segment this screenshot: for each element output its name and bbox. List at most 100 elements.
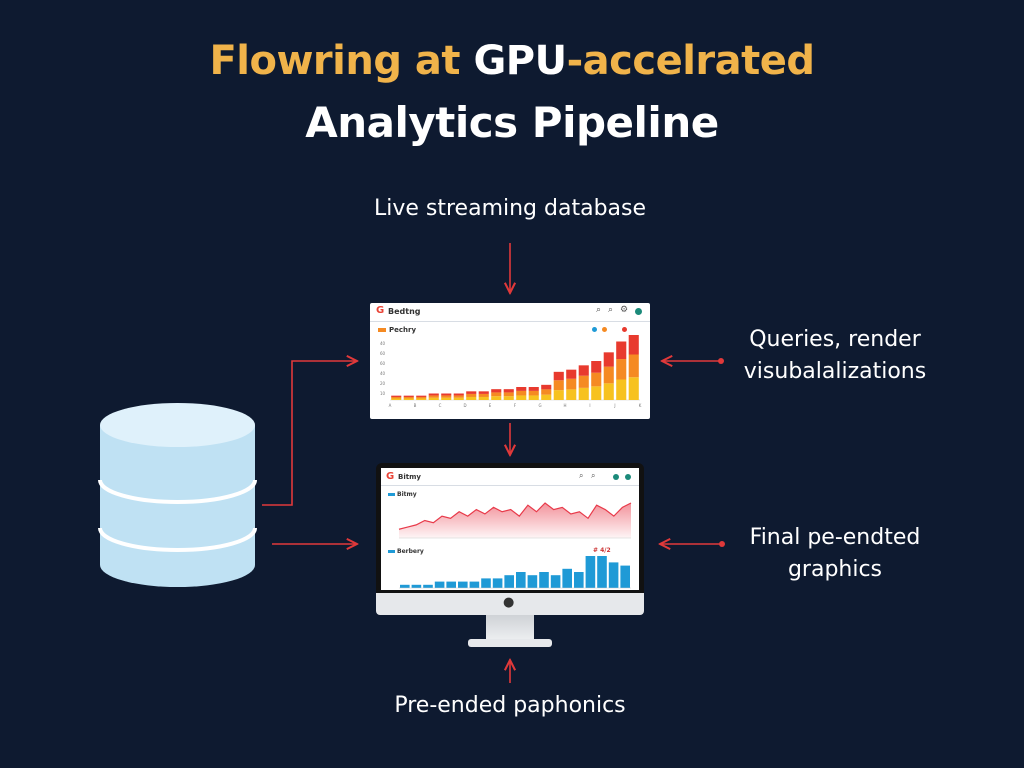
x-tick-label: C: [439, 403, 442, 408]
bar-segment: [553, 371, 564, 381]
bar-segment: [541, 384, 552, 390]
bar-segment: [391, 395, 402, 397]
bar: [434, 581, 445, 588]
bar: [597, 556, 607, 588]
monitor-divider: [381, 485, 639, 486]
title-part3: -accelrated: [566, 38, 815, 84]
bar: [516, 572, 526, 588]
bar-segment: [428, 397, 439, 400]
bar: [620, 565, 630, 588]
bar: [423, 584, 433, 588]
y-tick-label: 60: [380, 361, 386, 366]
chart2-title-marker: [388, 550, 395, 553]
monitor-chart2-status: # 4/2: [593, 547, 611, 554]
g-logo-icon: G: [386, 471, 395, 482]
bar: [550, 575, 561, 588]
y-tick-label: 60: [380, 351, 386, 356]
bar-segment: [478, 391, 489, 394]
bar-segment: [541, 389, 552, 395]
bar-segment: [491, 389, 502, 393]
x-tick-label: G: [538, 403, 541, 408]
y-tick-label: 20: [380, 381, 386, 386]
monitor-chart1-title: Bitmy: [397, 491, 417, 498]
chart1-title-marker: [388, 493, 395, 496]
monitor-header-label: Bitmy: [398, 473, 421, 481]
bar-segment: [403, 398, 414, 400]
page-title-line2: Analytics Pipeline: [305, 98, 719, 147]
bar-segment: [603, 366, 614, 384]
settings-icon[interactable]: ⚙: [620, 305, 629, 315]
bar-segment: [541, 394, 552, 400]
monitor: G Bitmy ⌕ ⌕ Bitmy Berbery # 4/2 ●: [376, 463, 644, 653]
bar-segment: [516, 390, 527, 396]
bar-segment: [416, 398, 427, 400]
zoom-icon[interactable]: ⌕: [608, 305, 614, 315]
monitor-charts: [398, 502, 632, 589]
bar-segment: [616, 341, 627, 360]
x-tick-label: A: [389, 403, 392, 408]
bar-segment: [466, 393, 477, 397]
bar-segment: [591, 361, 602, 373]
label-right-top-line1: Queries, render: [749, 327, 921, 352]
bar: [411, 584, 422, 588]
bar: [492, 578, 503, 588]
bar-segment: [566, 378, 577, 390]
monitor-chart2-title: Berbery: [397, 548, 424, 555]
line-series: [398, 502, 632, 530]
bar-segment: [453, 397, 464, 400]
bar-segment: [516, 395, 527, 400]
bar-segment: [616, 359, 627, 380]
x-tick-label: J: [613, 403, 615, 408]
dashboard-header: G Bedtng ⌕ ⌕ ⚙: [370, 303, 650, 322]
bar-segment: [603, 383, 614, 400]
bar-segment: [491, 392, 502, 397]
bar-segment: [591, 386, 602, 400]
bar: [585, 556, 596, 588]
x-tick-label: K: [639, 403, 642, 408]
y-tick-label: 40: [380, 341, 386, 346]
dashboard-header-label: Bedtng: [388, 307, 421, 316]
bar: [539, 572, 549, 588]
bar-segment: [478, 396, 489, 400]
bar-segment: [441, 395, 452, 398]
bar-segment: [578, 375, 589, 388]
bar: [446, 581, 456, 588]
label-right-bottom-line1: Final pe-endted: [749, 525, 921, 550]
monitor-stand: [486, 615, 534, 641]
search-icon[interactable]: ⌕: [579, 471, 584, 480]
bar-segment: [466, 391, 477, 394]
monitor-chin: ●: [376, 593, 644, 615]
bar-segment: [416, 395, 427, 397]
bar-segment: [591, 372, 602, 387]
database-icon: [98, 403, 257, 587]
label-right-bottom: Final pe-endted graphics: [720, 522, 950, 586]
bar-segment: [403, 396, 414, 399]
bar-segment: [578, 365, 589, 376]
bar-segment: [428, 393, 439, 396]
bar: [504, 575, 514, 588]
y-tick-label: 40: [380, 371, 386, 376]
bar-segment: [516, 387, 527, 391]
bar-segment: [628, 377, 639, 400]
bar: [469, 581, 480, 588]
bar-segment: [528, 390, 539, 396]
bar: [400, 584, 410, 588]
x-tick-label: F: [514, 403, 517, 408]
g-logo-icon: G: [376, 305, 385, 316]
search-icon[interactable]: ⌕: [596, 305, 602, 315]
bar-segment: [391, 398, 402, 400]
bar-segment: [453, 395, 464, 398]
zoom-icon[interactable]: ⌕: [591, 471, 596, 480]
title-part2: GPU: [473, 38, 567, 84]
label-bottom: Pre-ended paphonics: [394, 693, 626, 718]
bar: [458, 581, 468, 588]
bar: [574, 572, 584, 588]
chart-title-marker: [378, 328, 386, 332]
bar-segment: [453, 393, 464, 396]
bar-segment: [503, 389, 514, 393]
bar-segment: [441, 397, 452, 400]
bar-segment: [503, 392, 514, 397]
bar: [608, 562, 619, 588]
